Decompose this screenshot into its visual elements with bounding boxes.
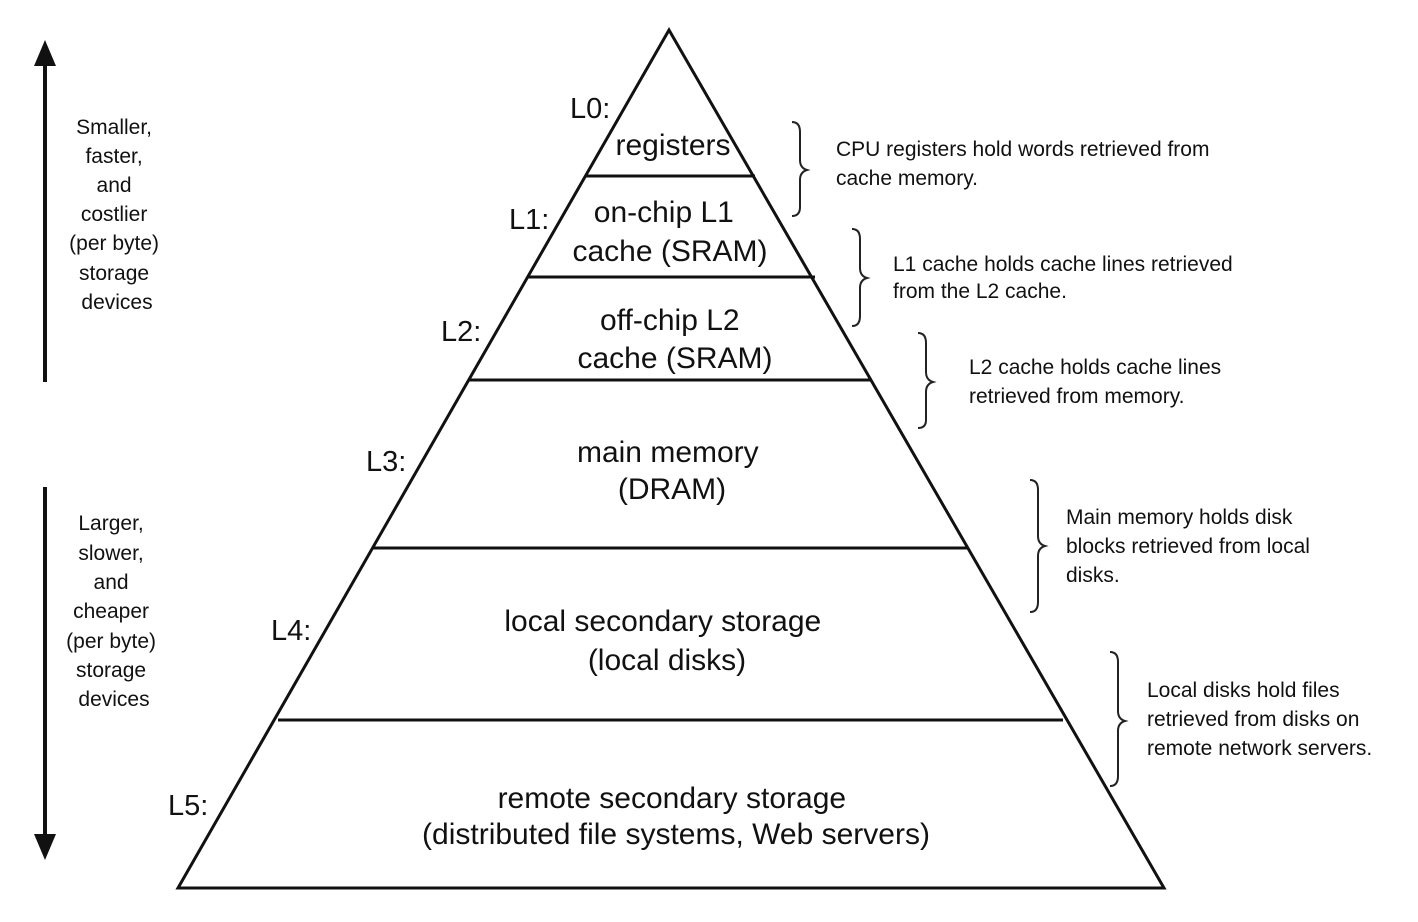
level-text-registers: registers <box>615 129 730 162</box>
level-text-main-memory: main memory (DRAM) <box>577 436 767 506</box>
brace-icon-1 <box>791 121 811 217</box>
level-label-l1: L1: <box>509 204 549 236</box>
level-text-remote-storage: remote secondary storage (distributed fi… <box>422 782 930 851</box>
level-label-l0: L0: <box>570 93 610 125</box>
level-label-l2: L2: <box>441 316 481 348</box>
note-l2-cache: L2 cache holds cache lines retrieved fro… <box>969 356 1227 408</box>
note-registers: CPU registers hold words retrieved from … <box>836 138 1215 190</box>
level-label-l3: L3: <box>366 446 406 478</box>
level-text-local-storage: local secondary storage (local disks) <box>504 605 829 677</box>
note-main-memory: Main memory holds disk blocks retrieved … <box>1066 506 1316 587</box>
level-text-l1-cache: on-chip L1 cache (SRAM) <box>572 196 767 268</box>
brace-icon-2 <box>851 228 871 327</box>
down-arrow-icon <box>34 487 56 860</box>
level-label-l4: L4: <box>271 615 311 647</box>
pyramid-outline <box>175 26 1167 890</box>
level-label-l5: L5: <box>168 790 208 822</box>
side-text-top: Smaller, faster, and costlier (per byte)… <box>69 116 165 314</box>
note-l1-cache: L1 cache holds cache lines retrieved fro… <box>893 253 1239 303</box>
brace-icon-4 <box>1029 479 1049 613</box>
brace-icon-5 <box>1109 651 1129 787</box>
level-text-l2-cache: off-chip L2 cache (SRAM) <box>577 304 772 375</box>
note-local-disks: Local disks hold files retrieved from di… <box>1147 679 1372 760</box>
up-arrow-icon <box>34 40 56 382</box>
side-text-bottom: Larger, slower, and cheaper (per byte) s… <box>66 512 162 711</box>
brace-icon-3 <box>917 332 937 429</box>
